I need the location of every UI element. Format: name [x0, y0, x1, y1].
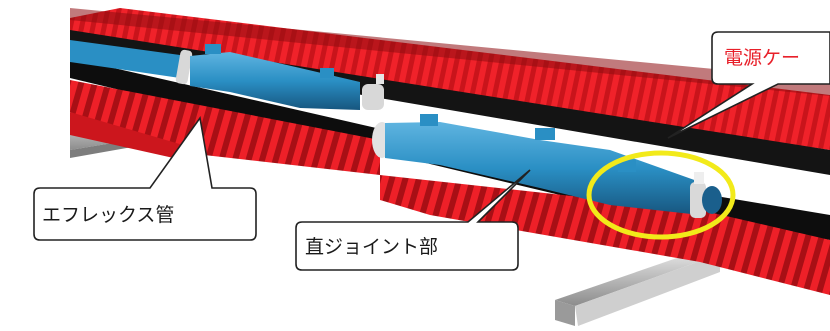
callout-label-efrex-pipe: エフレックス管 — [42, 204, 175, 226]
callout-label-power-cable: 電源ケー — [724, 47, 801, 69]
joint-highlight-ring — [586, 150, 736, 240]
callout-straight-joint — [295, 169, 531, 271]
efrex-pipe-back — [70, 8, 830, 150]
efrex-pipe-front — [70, 80, 380, 175]
callout-label-straight-joint: 直ジョイント部 — [305, 236, 439, 258]
callout-power-cable — [667, 31, 830, 139]
support-rail-right — [555, 250, 720, 326]
straight-joint-upper — [70, 40, 384, 110]
callout-efrex-pipe — [33, 115, 257, 241]
straight-joint-lower — [372, 114, 722, 218]
